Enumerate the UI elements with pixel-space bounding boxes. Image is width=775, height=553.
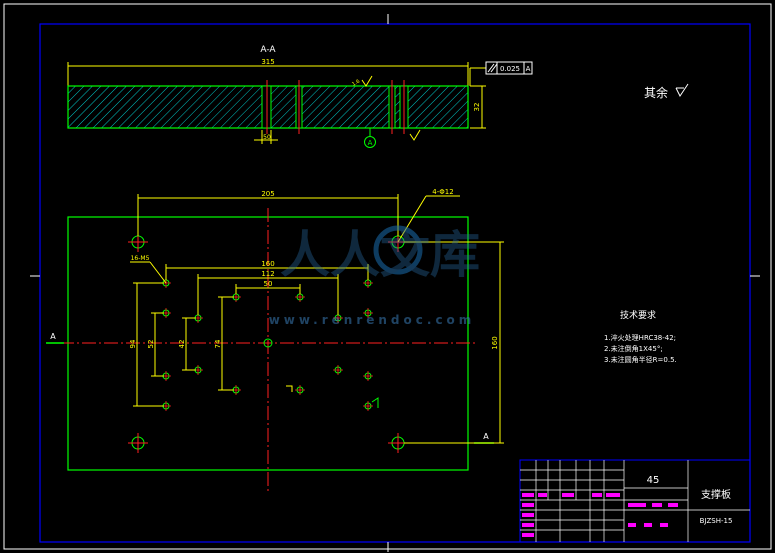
tech-req-item-2: 2.未注倒角1X45°; [604, 344, 663, 353]
dim-50: 50 [264, 280, 273, 288]
dim-112: 112 [261, 270, 274, 278]
roughness-note: 其余 [644, 83, 689, 100]
watermark: 人人文库 www.renrendoc.com [269, 225, 480, 327]
dim-94: 94 [129, 339, 137, 348]
dim-205: 205 [261, 190, 274, 198]
center-hole [263, 338, 273, 348]
dim-160: 160 [261, 260, 274, 268]
flatness-frame [485, 61, 533, 75]
watermark-url: www.renrendoc.com [269, 313, 476, 327]
section-overall-width: 315 [261, 58, 274, 66]
drawing-number: BJZSH-15 [700, 517, 733, 525]
tech-req-item-3: 3.未注圆角半径R=0.5. [604, 355, 677, 364]
tech-req-item-1: 1.淬火处理HRC38-42; [604, 333, 676, 342]
callout-16-holes: 16-M5 [131, 255, 150, 262]
section-view: A-A 315 32 0.025 A 1.6 [67, 45, 533, 148]
inner-frame [39, 23, 751, 543]
title-block: 45 支撑板 BJZSH-15 [519, 459, 751, 543]
flatness-value: 0.025 [500, 65, 520, 73]
datum-letter: A [368, 139, 373, 147]
dim-74: 74 [214, 339, 222, 348]
section-roughness: 1.6 [351, 79, 361, 88]
plan-view: A A [46, 188, 504, 492]
watermark-brand: 人人文库 [280, 226, 480, 284]
section-marker-left: A [50, 332, 56, 341]
section-marker-right: A [483, 432, 489, 441]
section-thickness: 32 [473, 103, 481, 112]
rest-roughness-text: 其余 [644, 85, 668, 100]
flatness-datum: A [526, 65, 531, 73]
large-hole [128, 433, 148, 453]
section-small-dim: 50 [263, 134, 271, 141]
material-value: 45 [647, 475, 660, 486]
datum-circle [364, 136, 376, 148]
part-name: 支撑板 [701, 488, 731, 501]
technical-requirements: 技术要求 1.淬火处理HRC38-42; 2.未注倒角1X45°; 3.未注圆角… [604, 309, 677, 364]
small-holes [162, 279, 372, 410]
callout-4-holes: 4-Φ12 [432, 188, 453, 196]
dim-52: 52 [147, 340, 155, 349]
dim-42: 42 [178, 340, 186, 349]
dim-160-vertical: 160 [491, 336, 499, 349]
tech-req-heading: 技术要求 [620, 309, 656, 321]
section-title: A-A [260, 45, 276, 55]
